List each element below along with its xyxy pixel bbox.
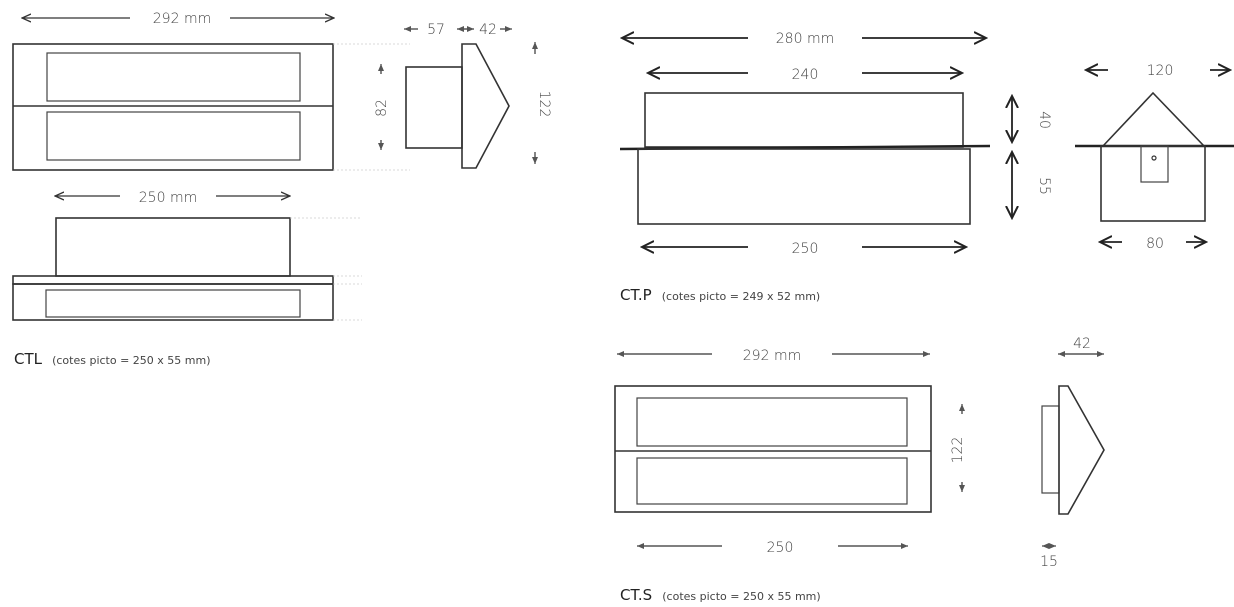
ctp-overall-width-label: 280 mm — [776, 31, 834, 47]
ctl-caption-note: (cotes picto = 250 x 55 mm) — [52, 354, 210, 367]
cts-side-body — [1058, 385, 1105, 515]
cts-front-height-label: 122 — [950, 437, 966, 464]
ctl-side-nose — [461, 43, 510, 169]
ctp-caption-note: (cotes picto = 249 x 52 mm) — [662, 290, 820, 303]
ctp-side-width-top-label: 120 — [1147, 63, 1174, 79]
ctl-caption: CTL (cotes picto = 250 x 55 mm) — [14, 349, 211, 368]
ctl-front-panel-bottom — [46, 111, 301, 161]
ctp-side-bracket — [1140, 145, 1169, 183]
cts-side-depth-label: 42 — [1073, 336, 1091, 352]
ctp-front-top-box — [644, 92, 964, 148]
cts-front-width-label: 292 mm — [743, 348, 801, 364]
cts-front-view: 292 mm 122 250 — [614, 348, 966, 556]
ctp-bottom-width-label: 250 — [792, 241, 819, 257]
ctp-side-roof — [1102, 91, 1205, 147]
ctp-top-width-label: 240 — [792, 67, 819, 83]
cts-side-plate — [1041, 405, 1060, 494]
ctl-bottom-panel — [45, 289, 301, 318]
ctp-group: 280 mm 240 40 55 250 120 — [619, 31, 1234, 304]
ctp-front-bottom-box — [637, 148, 971, 225]
ctp-height-top-label: 40 — [1036, 111, 1052, 129]
ctl-side-height-total-label: 122 — [536, 91, 552, 118]
ctl-front-view: 292 mm — [12, 11, 410, 171]
ctl-bottom-flange — [12, 275, 334, 285]
cts-caption-name: CT.S — [620, 586, 652, 604]
ctp-caption-name: CT.P — [620, 286, 652, 304]
cts-front-panel-top — [636, 397, 908, 447]
cts-bottom-width-label: 250 — [767, 540, 794, 556]
ctl-side-depth-body-label: 57 — [427, 22, 445, 38]
ctl-side-height-body-label: 82 — [374, 99, 390, 117]
ctp-side-body — [1100, 145, 1206, 222]
ctp-side-screw — [1151, 155, 1157, 161]
ctp-height-bottom-label: 55 — [1036, 177, 1052, 195]
ctl-front-width-label: 292 mm — [153, 11, 211, 27]
cts-caption-note: (cotes picto = 250 x 55 mm) — [662, 590, 820, 603]
ctp-front-view: 280 mm 240 40 55 250 — [619, 31, 1052, 257]
ctl-bottom-view: 250 mm — [12, 190, 362, 321]
ctl-bottom-width-label: 250 mm — [139, 190, 197, 206]
ctl-side-body — [405, 66, 463, 149]
ctl-front-panel-top — [46, 52, 301, 102]
cts-front-outer — [614, 385, 932, 513]
ctl-group: 292 mm 57 42 82 122 — [12, 11, 552, 368]
ctp-side-width-bottom-label: 80 — [1146, 236, 1164, 252]
ctl-bottom-upper-box — [55, 217, 291, 277]
ctl-side-depth-nose-label: 42 — [479, 22, 497, 38]
cts-front-panel-bottom — [636, 457, 908, 505]
ctl-bottom-base — [12, 283, 334, 321]
ctl-caption-name: CTL — [14, 350, 43, 368]
cts-side-plate-label: 15 — [1040, 554, 1058, 570]
cts-group: 292 mm 122 250 42 15 CT.S (cotes picto =… — [614, 336, 1105, 604]
ctp-side-view: 120 80 — [1075, 63, 1234, 252]
ctp-caption: CT.P (cotes picto = 249 x 52 mm) — [620, 285, 820, 304]
ctl-front-outer — [12, 43, 334, 171]
cts-side-view: 42 15 — [1040, 336, 1105, 570]
cts-caption: CT.S (cotes picto = 250 x 55 mm) — [620, 585, 821, 604]
ctl-side-view: 57 42 82 122 — [374, 22, 552, 169]
